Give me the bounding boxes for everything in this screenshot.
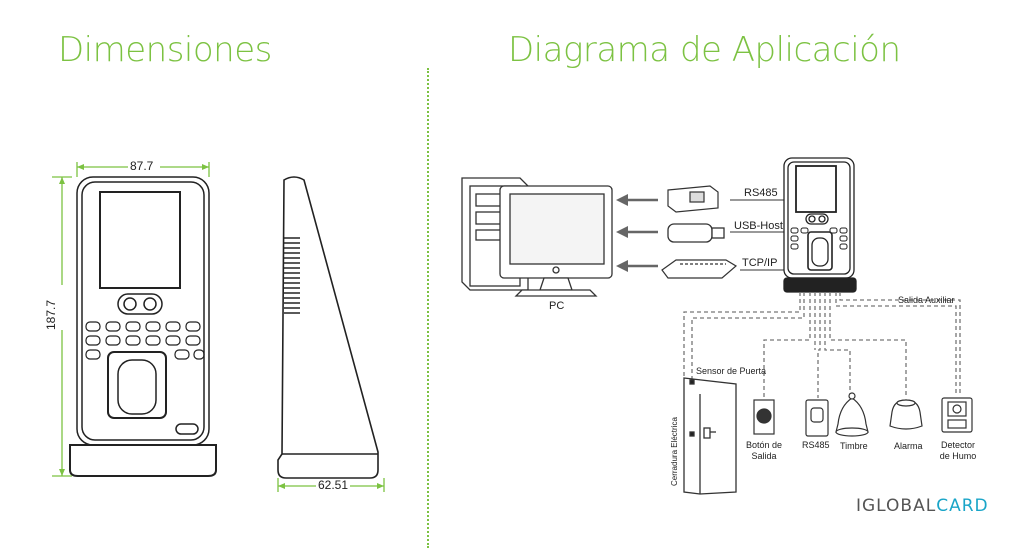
exit-button-icon: [753, 399, 775, 435]
brand-logo: IGLOBALCARD: [856, 496, 989, 516]
device-side-view: [277, 176, 379, 479]
brand-accent: CARD: [936, 496, 989, 516]
pc-icon: [461, 177, 613, 297]
doorbell-icon: [835, 392, 869, 437]
aux-output-label: Salida Auxiliar: [898, 295, 955, 305]
application-diagram-title: Diagrama de Aplicación: [508, 30, 901, 70]
height-dimension: 187.7: [44, 299, 58, 330]
depth-dimension: 62.51: [318, 478, 349, 492]
section-divider: [427, 68, 429, 548]
door-sensor-label: Sensor de Puerta: [696, 366, 767, 376]
smoke-detector-icon: [941, 397, 973, 433]
side-dimension-arrows: [278, 483, 384, 489]
alarm-icon: [889, 399, 923, 430]
doorbell-label: Timbre: [840, 441, 868, 451]
device-connection-lines: [730, 199, 786, 271]
device-front-view: [69, 176, 217, 477]
pc-label: PC: [549, 300, 565, 312]
pc-connection-arrows: [616, 194, 658, 272]
smoke-detector-label: Detector de Humo: [939, 440, 977, 461]
usb-stick-icon: [667, 223, 725, 243]
usb-connection-label: USB-Host: [734, 220, 783, 232]
brand-prefix: IGLOBAL: [856, 496, 937, 516]
exit-button-label: Botón de Salida: [745, 440, 783, 461]
dimensions-title: Dimensiones: [58, 30, 272, 70]
door-icon: [683, 377, 737, 495]
rs485-converter-icon: [667, 185, 719, 213]
rs485-peripheral-label: RS485: [802, 440, 830, 450]
electric-lock-label: Cerradura Eléctrica: [670, 417, 679, 486]
width-dimension: 87.7: [130, 159, 154, 173]
tcpip-connection-label: TCP/IP: [742, 257, 778, 269]
rs485-connection-label: RS485: [744, 187, 778, 199]
rs485-reader-icon: [805, 399, 829, 437]
device-application-view: [783, 157, 857, 293]
front-dimension-arrows: [59, 164, 209, 476]
network-switch-icon: [661, 259, 738, 279]
alarm-label: Alarma: [894, 441, 923, 451]
peripheral-wiring: [683, 292, 961, 400]
front-dimension-lines: [52, 162, 210, 477]
